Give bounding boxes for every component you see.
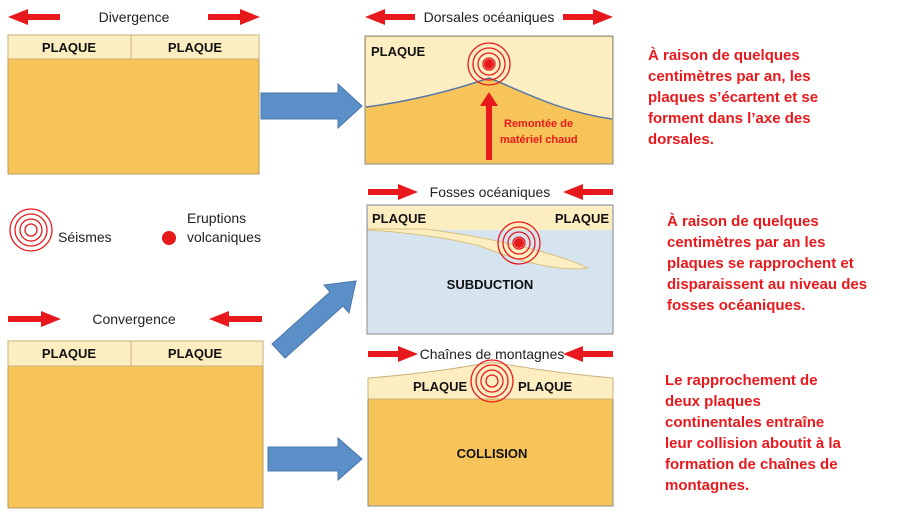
chaines-plate-right-label: PLAQUE [518, 379, 573, 394]
dorsales-upwelling-label-1: Remontée de [504, 118, 573, 130]
dorsales-eruption-icon [484, 59, 494, 69]
convergence-plate-left-label: PLAQUE [42, 346, 97, 361]
convergence-title: Convergence [92, 311, 175, 327]
chaines-title: Chaînes de montagnes [420, 346, 565, 362]
fosses-eruption-icon [514, 238, 524, 248]
fosses-arrow-left [563, 184, 613, 200]
divergence-diagram: Divergence PLAQUE PLAQUE [7, 9, 260, 175]
convergence-plate-left [7, 340, 132, 367]
explanation-line: fosses océaniques. [667, 297, 806, 314]
convergence-plate-right [130, 340, 264, 367]
dorsales-upwelling-arrow-head [480, 92, 498, 106]
divergence-plate-left-label: PLAQUE [42, 40, 97, 55]
chaines-plate-left-label: PLAQUE [413, 379, 468, 394]
explanation-line: formation de chaînes de [665, 456, 838, 473]
explanation-line: centimètres par an, les [648, 68, 811, 85]
explanation-line: continentales entraîne [665, 414, 825, 431]
fosses-plate-left-label: PLAQUE [372, 211, 427, 226]
dorsales-title: Dorsales océaniques [424, 9, 555, 25]
arrow-convergence-to-fosses [271, 280, 357, 359]
divergence-plate-right [130, 34, 260, 60]
chaines-arrow-right [368, 346, 418, 362]
arrow-convergence-to-chaines [267, 436, 363, 482]
explanation-line: plaques se rapprochent et [667, 255, 854, 272]
legend-seismes-label: Séismes [58, 229, 112, 245]
convergence-arrow-left [209, 311, 262, 327]
chaines-plates [367, 361, 614, 400]
fosses-subduction-label: SUBDUCTION [447, 277, 534, 292]
explanation-line: montagnes. [665, 477, 750, 494]
legend-eruptions-label-1: Eruptions [187, 210, 246, 226]
legend: Séismes Eruptions volcaniques [9, 208, 261, 252]
fosses-title: Fosses océaniques [430, 184, 551, 200]
dorsales-diagram: Dorsales océaniques PLAQUE Remontée de m… [364, 9, 614, 165]
convergence-plate-right-label: PLAQUE [168, 346, 223, 361]
dorsales-upwelling-label-2: matériel chaud [500, 134, 578, 146]
legend-eruption-icon [162, 231, 176, 245]
explanation-fosses: À raison de quelques centimètres par an … [667, 211, 897, 316]
convergence-arrow-right [8, 311, 61, 327]
explanation-line: deux plaques [665, 393, 761, 410]
explanation-line: À raison de quelques [667, 213, 819, 230]
fosses-plate-right-label: PLAQUE [555, 211, 610, 226]
dorsales-plate-boundary [365, 77, 613, 120]
explanation-line: À raison de quelques [648, 47, 800, 64]
explanation-line: disparaissent au niveau des [667, 276, 868, 293]
chaines-diagram: Chaînes de montagnes PLAQUE PLAQUE COLLI… [367, 346, 614, 507]
explanation-chaines: Le rapprochement de deux plaques contine… [665, 370, 895, 496]
divergence-mantle [7, 57, 260, 175]
fosses-diagram: Fosses océaniques PLAQUE PLAQUE SUBDUCTI… [366, 184, 614, 335]
explanation-line: plaques s’écartent et se [648, 89, 819, 106]
convergence-mantle [7, 364, 264, 509]
explanation-line: leur collision aboutit à la [665, 435, 841, 452]
explanation-line: Le rapprochement de [665, 372, 818, 389]
convergence-diagram: Convergence PLAQUE PLAQUE [7, 311, 264, 509]
divergence-arrow-left [8, 9, 60, 25]
chaines-collision-label: COLLISION [457, 446, 528, 461]
chaines-mantle [367, 398, 614, 507]
dorsales-arrow-right [563, 9, 613, 25]
divergence-title: Divergence [99, 9, 170, 25]
divergence-plate-right-label: PLAQUE [168, 40, 223, 55]
chaines-arrow-left [563, 346, 613, 362]
fosses-plate-top [368, 206, 612, 230]
fosses-arrow-right [368, 184, 418, 200]
legend-seismes-icon [9, 208, 53, 252]
explanation-line: dorsales. [648, 131, 714, 148]
legend-eruptions-label-2: volcaniques [187, 229, 261, 245]
divergence-arrow-right [208, 9, 260, 25]
dorsales-upwelling-arrow-shaft [486, 104, 492, 160]
dorsales-plate-label: PLAQUE [371, 44, 426, 59]
explanation-dorsales: À raison de quelques centimètres par an,… [648, 45, 893, 150]
explanation-line: centimètres par an les [667, 234, 826, 251]
arrow-divergence-to-dorsales [260, 82, 363, 130]
explanation-line: forment dans l’axe des [648, 110, 811, 127]
dorsales-arrow-left [365, 9, 415, 25]
divergence-plate-left [7, 34, 132, 60]
